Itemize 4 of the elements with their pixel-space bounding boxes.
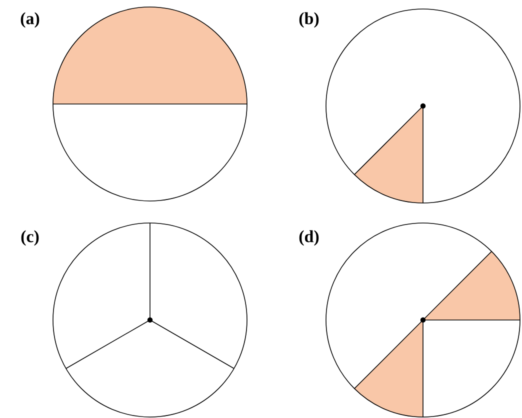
panel-label: (b) [299,12,319,28]
panel-label: (c) [21,230,39,246]
panel-label: (d) [299,230,319,246]
panel-label: (a) [20,12,40,28]
